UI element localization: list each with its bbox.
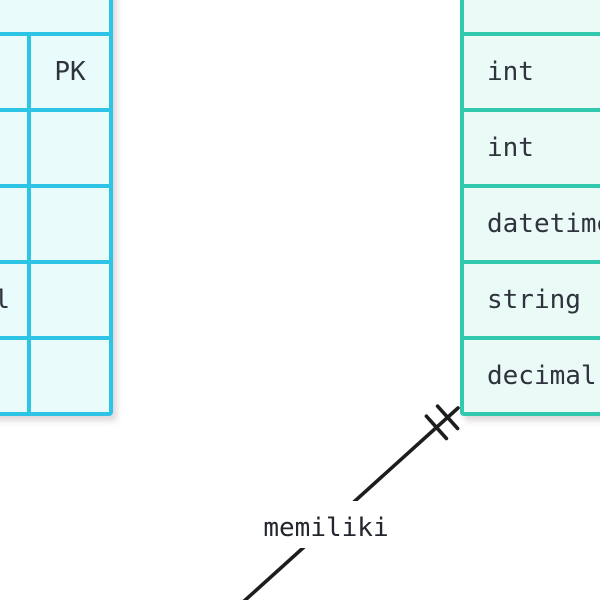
cardinality-tick bbox=[424, 414, 449, 441]
key-cell bbox=[31, 340, 109, 412]
attribute-name-cell: l bbox=[0, 264, 27, 336]
key-cell bbox=[31, 188, 109, 260]
attribute-type-cell: string bbox=[464, 264, 600, 336]
key-cell bbox=[31, 264, 109, 336]
entity-right-header bbox=[464, 0, 600, 32]
key-cell bbox=[31, 112, 109, 184]
cardinality-tick bbox=[435, 404, 460, 431]
entity-table-right: int int datetime string decimal bbox=[460, 0, 600, 416]
attribute-name-cell bbox=[0, 340, 27, 412]
attribute-type-cell: decimal bbox=[464, 340, 600, 412]
relationship-line bbox=[242, 406, 460, 600]
entity-table-left: PK l bbox=[0, 0, 113, 416]
attribute-name-cell bbox=[0, 36, 27, 108]
relationship-label: memiliki bbox=[263, 513, 388, 543]
attribute-name-cell bbox=[0, 112, 27, 184]
attribute-type-cell: int bbox=[464, 112, 600, 184]
entity-left-header bbox=[0, 0, 109, 32]
attribute-type-cell: int bbox=[464, 36, 600, 108]
relationship-label-background bbox=[251, 501, 399, 548]
attribute-type-cell: datetime bbox=[464, 188, 600, 260]
primary-key-badge: PK bbox=[31, 36, 109, 108]
attribute-name-cell bbox=[0, 188, 27, 260]
